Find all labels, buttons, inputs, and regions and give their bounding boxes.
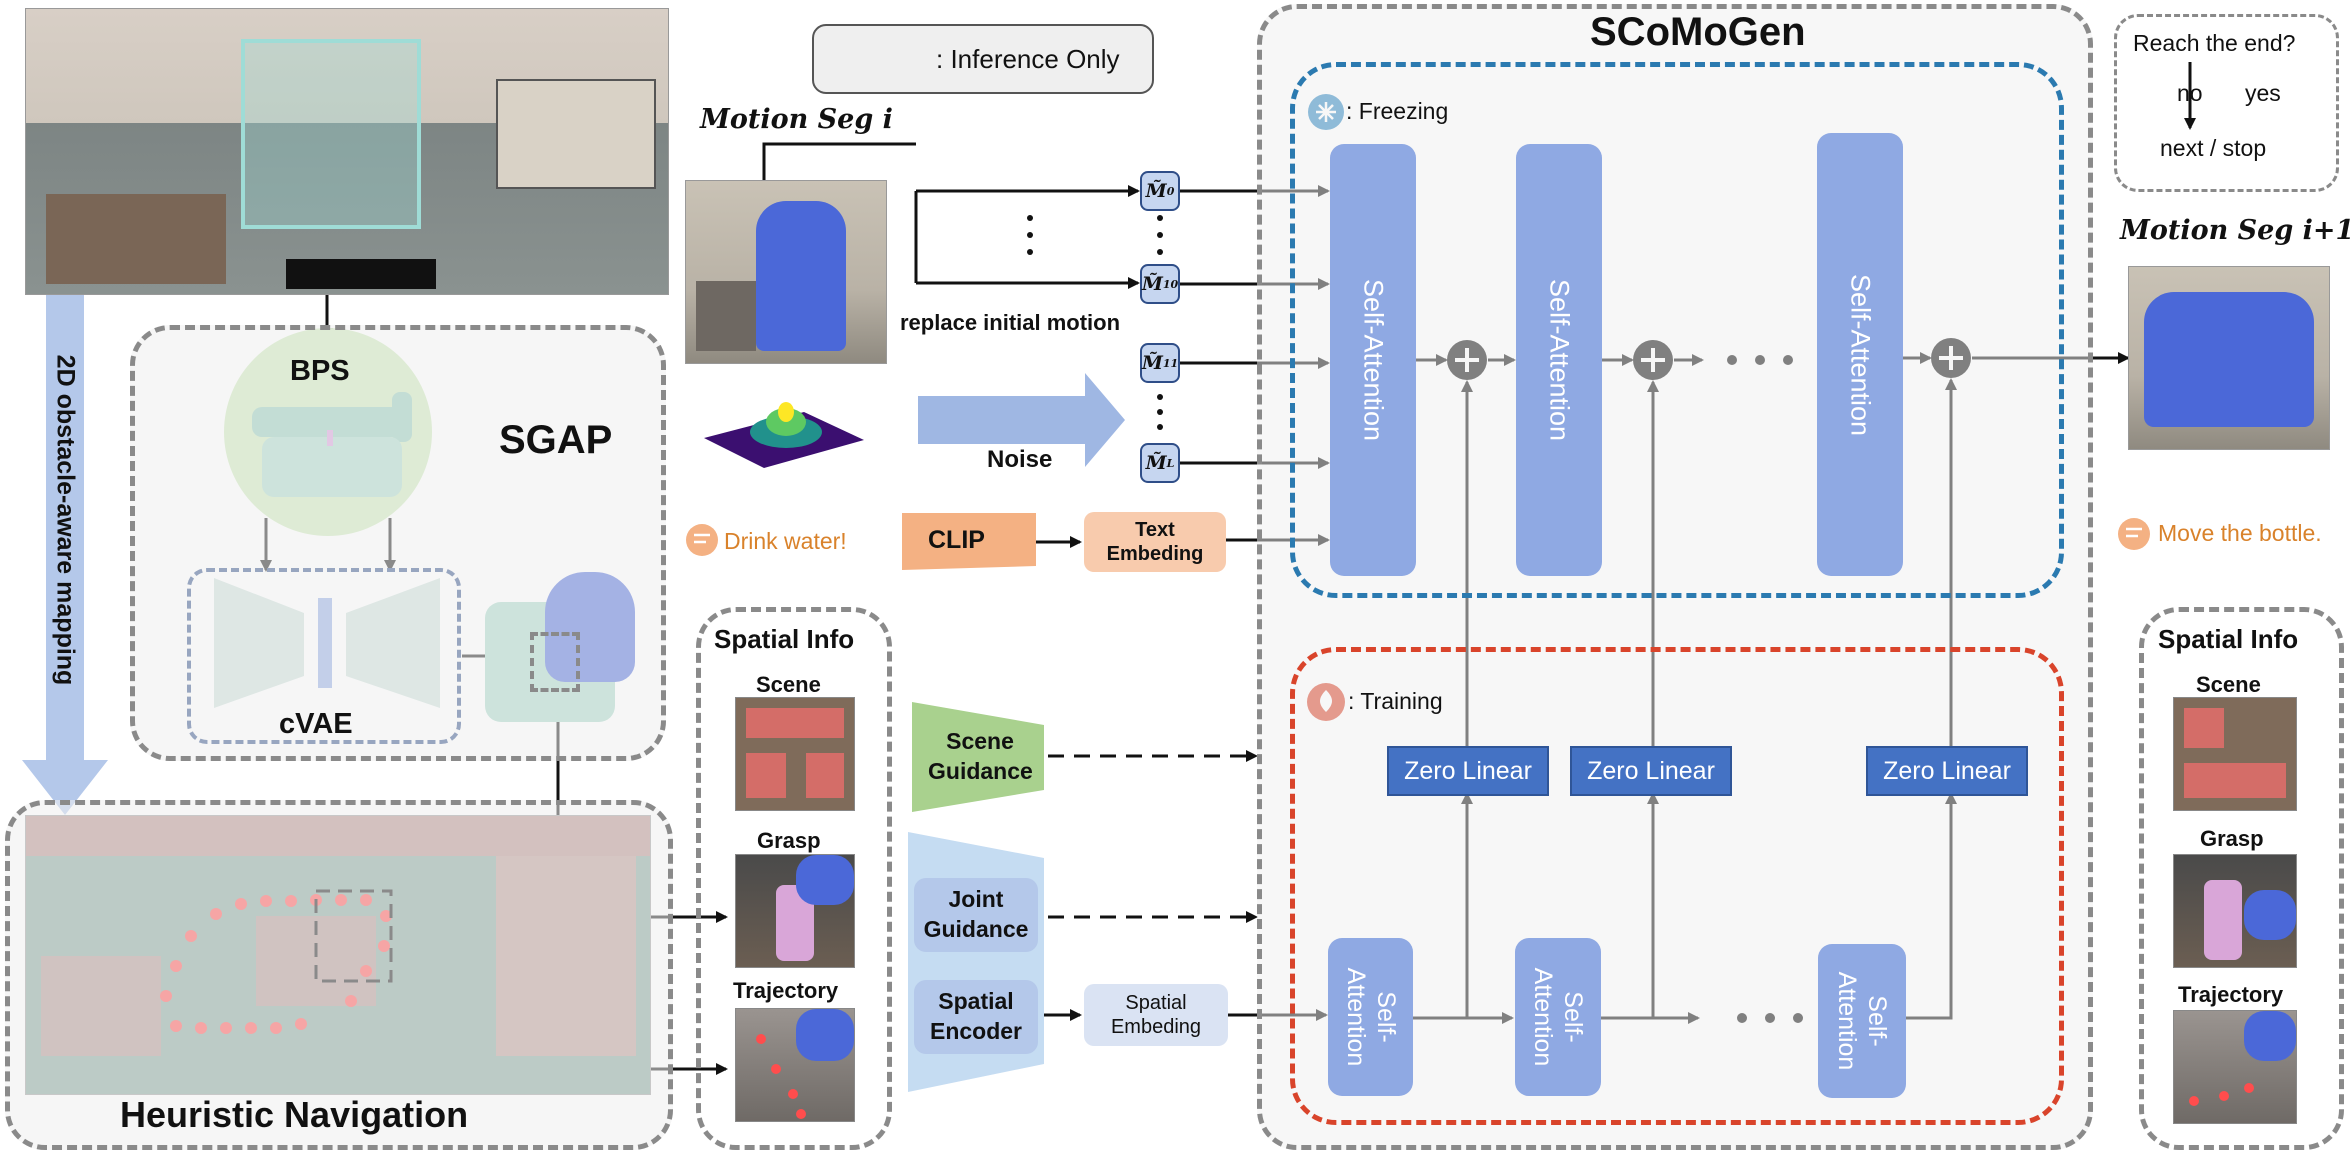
clip-shape xyxy=(902,513,1036,570)
mapping-arrow xyxy=(22,290,108,815)
mapping-label: 2D obstacle-aware mapping xyxy=(51,354,80,686)
navigation-label: Heuristic Navigation xyxy=(120,1094,469,1135)
motion-seg-output-image xyxy=(2128,266,2330,450)
joint-guidance-box: Joint Guidance xyxy=(914,878,1038,952)
legend-box xyxy=(812,24,1154,94)
spatial-encoder-box: Spatial Encoder xyxy=(914,980,1038,1054)
legend-label: : Inference Only xyxy=(936,44,1120,74)
spatial-grasp-thumb-left xyxy=(735,854,855,968)
motion-token-L: M̃L xyxy=(1140,443,1180,483)
noise-label: Noise xyxy=(987,446,1053,473)
frozen-self-attention-2: Self-Attention xyxy=(1516,144,1602,576)
sgap-container xyxy=(130,325,666,761)
freezing-label: : Freezing xyxy=(1346,98,1449,124)
scene-guidance-shape xyxy=(912,702,1044,812)
train-self-attention-1: Self- Attention xyxy=(1328,938,1413,1096)
main-title: SCoMoGen xyxy=(1590,10,1806,54)
decision-no: no xyxy=(2177,80,2203,106)
decision-question: Reach the end? xyxy=(2133,30,2296,56)
train-self-attention-3: Self- Attention xyxy=(1818,944,1906,1098)
spatial-grasp-label-left: Grasp xyxy=(757,828,821,853)
sgap-title: SGAP xyxy=(499,418,613,462)
spatial-trajectory-thumb-left xyxy=(735,1008,855,1122)
navigation-container xyxy=(5,800,673,1150)
training-branch xyxy=(1290,647,2064,1125)
frozen-self-attention-1: Self-Attention xyxy=(1330,144,1416,576)
frozen-branch xyxy=(1290,62,2064,598)
motion-token-0: M̃0 xyxy=(1140,171,1180,211)
spatial-trajectory-thumb-right xyxy=(2173,1010,2297,1124)
motion-token-10: M̃10 xyxy=(1140,264,1180,304)
spatial-scene-thumb-left xyxy=(735,697,855,811)
train-self-attention-2: Self- Attention xyxy=(1515,938,1601,1096)
spatial-info-container-left xyxy=(696,607,892,1150)
noise-arrow xyxy=(918,373,1125,467)
spatial-trajectory-label-left: Trajectory xyxy=(733,978,839,1003)
spatial-info-title-left: Spatial Info xyxy=(714,624,855,654)
text-prompt-out: Move the bottle. xyxy=(2158,520,2322,546)
clip-label: CLIP xyxy=(928,526,985,554)
spatial-embedding-box: Spatial Embeding xyxy=(1084,984,1228,1046)
motion-seg-in-label: Motion Seg i xyxy=(700,104,893,135)
motion-seg-out-label: Motion Seg i+1 xyxy=(2120,215,2350,246)
speech-bubble-icon-right xyxy=(2118,518,2150,550)
spatial-trajectory-label-right: Trajectory xyxy=(2178,982,2284,1007)
text-embedding-box: Text Embeding xyxy=(1084,512,1226,572)
spatial-grasp-label-right: Grasp xyxy=(2200,826,2264,851)
bps-label: BPS xyxy=(290,355,350,387)
spatial-info-container-right xyxy=(2139,607,2344,1150)
replace-motion-label: replace initial motion xyxy=(900,310,1121,335)
scene-guidance-label: Scene Guidance xyxy=(928,728,1033,784)
spatial-grasp-thumb-right xyxy=(2173,854,2297,968)
spatial-scene-thumb-right xyxy=(2173,697,2297,811)
spatial-info-title-right: Spatial Info xyxy=(2158,624,2299,654)
zero-linear-2: Zero Linear xyxy=(1570,746,1732,796)
zero-linear-3: Zero Linear xyxy=(1866,746,2028,796)
zero-linear-1: Zero Linear xyxy=(1387,746,1549,796)
motion-seg-input-image xyxy=(685,180,887,364)
decision-result: next / stop xyxy=(2160,135,2267,161)
noise-gaussian-image xyxy=(704,380,864,470)
spatial-scene-label-left: Scene xyxy=(756,672,821,697)
frozen-self-attention-3: Self-Attention xyxy=(1817,133,1903,576)
training-label: : Training xyxy=(1348,688,1443,714)
scene-top-image xyxy=(25,8,669,295)
motion-token-11: M̃11 xyxy=(1140,343,1180,383)
speech-bubble-icon-left xyxy=(686,524,718,556)
spatial-scene-label-right: Scene xyxy=(2196,672,2261,697)
text-prompt-in: Drink water! xyxy=(724,528,847,554)
decision-yes: yes xyxy=(2245,80,2281,106)
cvae-label: cVAE xyxy=(279,708,353,740)
decision-box xyxy=(2114,14,2339,192)
